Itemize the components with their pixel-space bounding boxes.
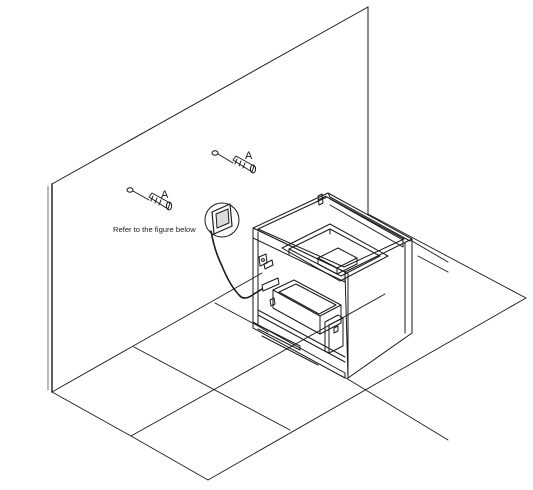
wall: [47, 6, 369, 393]
power-cord: [210, 230, 263, 299]
cabinet: [252, 192, 413, 379]
anchor-label-left: A: [161, 189, 169, 201]
wall-anchor-left: [126, 187, 173, 211]
wall-anchor-right: [211, 150, 257, 174]
wall-outlet: [204, 202, 240, 238]
plug-end-left: [165, 201, 173, 211]
anchor-label-right: A: [245, 150, 253, 162]
screw-head-right: [211, 150, 219, 156]
screw-head-left: [126, 187, 134, 193]
plug-end-right: [249, 164, 257, 174]
refer-note: Refer to the figure below: [113, 225, 196, 234]
